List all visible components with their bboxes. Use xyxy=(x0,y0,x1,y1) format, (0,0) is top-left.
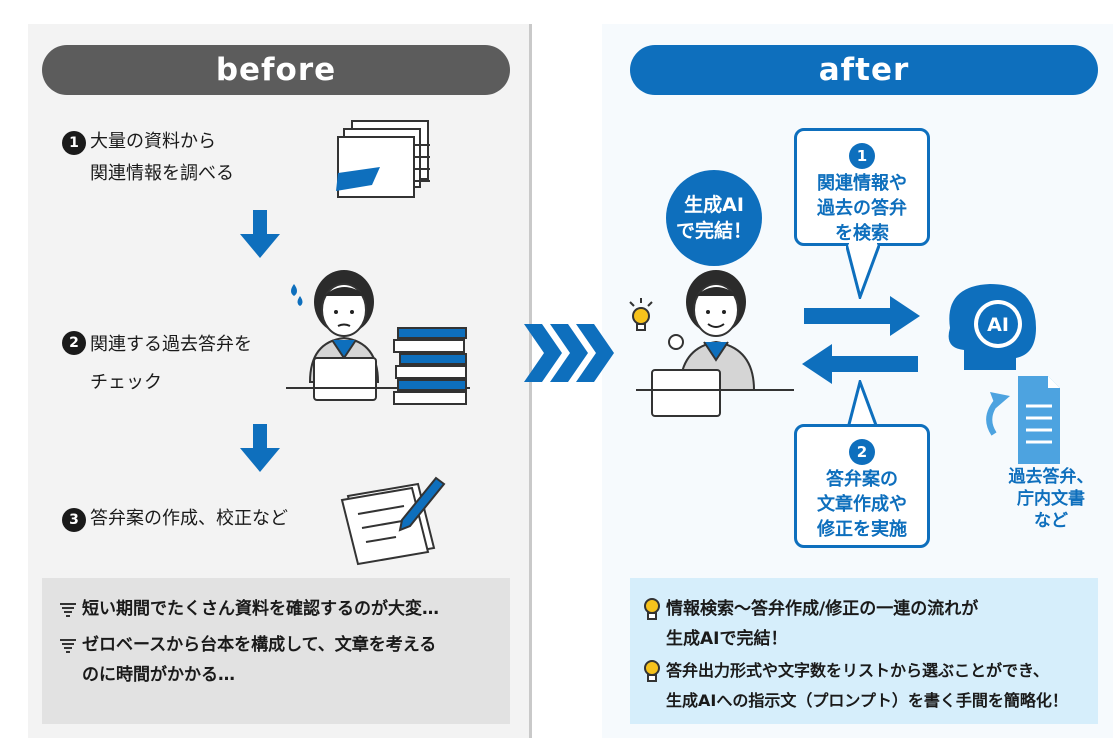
callout-1-line-2: 過去の答弁 xyxy=(817,198,907,219)
callout-2-pointer xyxy=(846,380,880,436)
step-2-line-2: チェック xyxy=(90,372,162,393)
writing-paper-icon xyxy=(340,476,446,566)
sources-line-2: 庁内文書 xyxy=(1017,489,1085,509)
after-note-2-line-1: 答弁出力形式や文字数をリストから選ぶことができ、 xyxy=(666,661,1049,680)
callout-2-number: 2 xyxy=(849,439,875,465)
callout-search: 1 関連情報や 過去の答弁 を検索 xyxy=(794,128,930,246)
ai-label: AI xyxy=(987,314,1009,336)
badge-line-2: で完結！ xyxy=(675,220,752,242)
sources-label: 過去答弁、 庁内文書 など xyxy=(998,466,1104,532)
callout-1-line-1: 関連情報や xyxy=(817,173,907,194)
sources-line-3: など xyxy=(1034,511,1068,531)
lightbulb-icon xyxy=(644,598,660,620)
step-3-number: 3 xyxy=(62,508,86,532)
callout-draft: 2 答弁案の 文章作成や 修正を実施 xyxy=(794,424,930,548)
down-arrow-icon xyxy=(240,424,280,472)
callout-2-line-1: 答弁案の xyxy=(826,469,898,490)
down-arrow-icon xyxy=(240,210,280,258)
after-note-1-line-2: 生成AIで完結！ xyxy=(666,629,788,649)
ai-head-icon: AI xyxy=(948,284,1036,370)
step-1-number: 1 xyxy=(62,131,86,155)
callout-1-line-3: を検索 xyxy=(835,223,889,244)
after-notes xyxy=(630,578,1098,724)
lightbulb-icon xyxy=(644,660,660,682)
after-header: after xyxy=(630,45,1098,95)
before-note-2-line-2: のに時間がかかる… xyxy=(82,665,235,685)
after-note-2-line-2: 生成AIへの指示文（プロンプト）を書く手間を簡略化！ xyxy=(666,691,1068,710)
before-header: before xyxy=(42,45,510,95)
person-laptop-icon xyxy=(636,270,794,417)
exchange-arrows xyxy=(802,296,920,384)
after-note-2: 答弁出力形式や文字数をリストから選ぶことができ、 生成AIへの指示文（プロンプト… xyxy=(666,656,1068,716)
swirl-icon xyxy=(60,603,76,617)
step-2-line-1: 関連する過去答弁を xyxy=(90,334,252,355)
badge-line-1: 生成AI xyxy=(684,194,744,216)
after-note-1-line-1: 情報検索〜答弁作成/修正の一連の流れが xyxy=(666,599,979,619)
step-1-text: 大量の資料から 関連情報を調べる xyxy=(90,126,234,190)
swirl-icon xyxy=(60,639,76,653)
callout-2-line-2: 文章作成や xyxy=(817,494,907,515)
step-2-number: 2 xyxy=(62,331,86,355)
worried-person-icon xyxy=(286,270,470,401)
step-3-text: 答弁案の作成、校正など xyxy=(90,508,288,529)
callout-2-line-3: 修正を実施 xyxy=(817,519,907,540)
document-stack-icon xyxy=(336,120,430,198)
callout-1-number: 1 xyxy=(849,143,875,169)
step-1-line-2: 関連情報を調べる xyxy=(90,163,234,184)
document-icon xyxy=(986,376,1060,464)
chevron-right-icon xyxy=(524,324,614,382)
before-note-1: 短い期間でたくさん資料を確認するのが大変… xyxy=(82,599,439,619)
before-notes xyxy=(42,578,510,724)
before-note-2-line-1: ゼロベースから台本を構成して、文章を考える xyxy=(82,635,437,655)
before-note-2: ゼロベースから台本を構成して、文章を考える のに時間がかかる… xyxy=(82,630,436,690)
after-note-1: 情報検索〜答弁作成/修正の一連の流れが 生成AIで完結！ xyxy=(666,594,978,654)
lightbulb-icon xyxy=(629,298,653,331)
book-stack-icon xyxy=(393,327,467,405)
step-2-text: 関連する過去答弁を チェック xyxy=(90,326,252,402)
generative-ai-badge: 生成AI で完結！ xyxy=(666,170,762,266)
sources-line-1: 過去答弁、 xyxy=(1008,467,1094,487)
step-1-line-1: 大量の資料から xyxy=(90,131,216,152)
callout-1-pointer xyxy=(846,243,880,299)
